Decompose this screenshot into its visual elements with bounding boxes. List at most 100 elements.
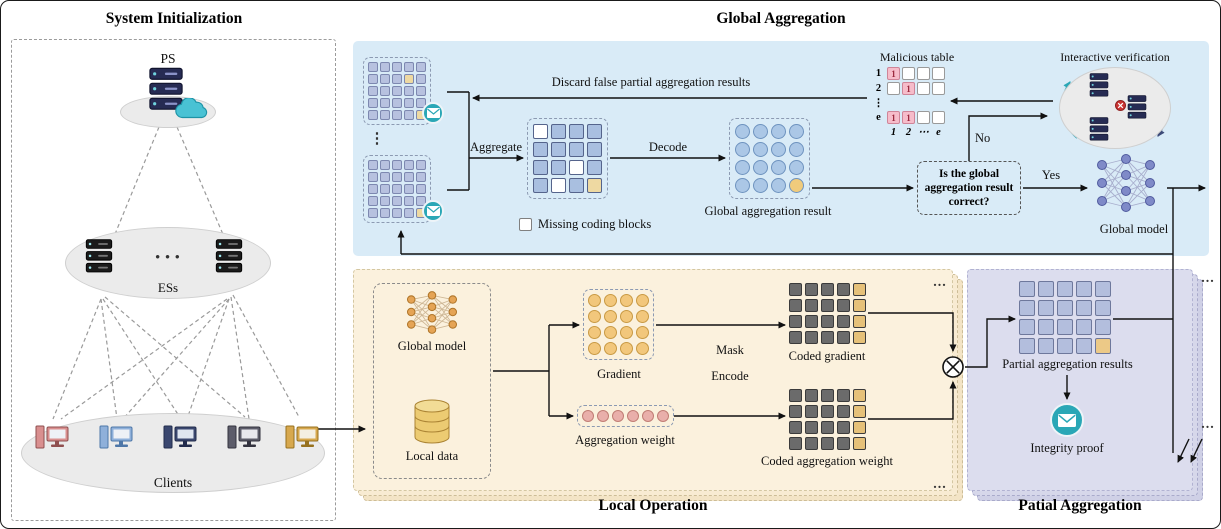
grid-cell (587, 142, 602, 157)
grid-cell (837, 331, 850, 344)
grid-cell (551, 178, 566, 193)
grid-cell (636, 310, 649, 323)
stack-ellipsis: ... (1201, 271, 1215, 286)
grid-cell (805, 437, 818, 450)
grid-cell (392, 172, 402, 182)
missing-block-swatch (519, 218, 532, 231)
grid-cell (789, 142, 804, 157)
global-result-grid (729, 118, 810, 199)
grid-cell (1019, 319, 1035, 335)
gradient-label: Gradient (597, 367, 641, 381)
grid-cell (620, 326, 633, 339)
grid-cell (582, 410, 594, 422)
grid-cell (1076, 300, 1092, 316)
system-initialization-panel (11, 39, 336, 521)
grid-cell (380, 74, 390, 84)
grid-cell (404, 74, 414, 84)
grid-cell (789, 421, 802, 434)
grid-cell (368, 160, 378, 170)
global-model-label: Global model (1099, 222, 1169, 236)
grid-cell (416, 62, 426, 72)
verifier-server-icon (1127, 95, 1147, 119)
no-label: No (975, 131, 991, 145)
grid-cell (1019, 338, 1035, 354)
integrity-proof-envelope-icon (1050, 403, 1084, 437)
grid-cell (380, 62, 390, 72)
grid-cell (789, 389, 802, 402)
aggregate-label: Aggregate (469, 140, 523, 154)
grid-cell (853, 389, 866, 402)
grid-cell (380, 98, 390, 108)
verifier-server-icon (1089, 117, 1109, 141)
grid-cell (392, 196, 402, 206)
grid-cell (604, 310, 617, 323)
grid-cell (404, 208, 414, 218)
grid-cell (392, 86, 402, 96)
grid-cell (853, 437, 866, 450)
grid-cell (380, 172, 390, 182)
malicious-table-col-label: e (936, 126, 941, 138)
ps-cloud-icon (175, 98, 208, 119)
grid-cell (1057, 281, 1073, 297)
grid-cell (805, 283, 818, 296)
malicious-table-row-label: 1 (875, 68, 882, 79)
grid-cell (821, 315, 834, 328)
aggregated-blocks-grid (527, 118, 608, 199)
grid-cell (1095, 338, 1111, 354)
grid-cell (636, 342, 649, 355)
discard-label: Discard false partial aggregation result… (551, 75, 751, 89)
partial-aggregation-title: Patial Aggregation (1018, 497, 1142, 514)
grid-cell (392, 62, 402, 72)
grid-cell (627, 410, 639, 422)
local-data-icon (414, 399, 450, 444)
grid-cell (416, 160, 426, 170)
es-label: ESs (157, 280, 179, 295)
malicious-table-col-label: ⋯ (918, 127, 929, 138)
grid-cell (753, 124, 768, 139)
partial-results-label: Partial aggregation results (1002, 357, 1133, 371)
grid-cell (853, 421, 866, 434)
grid-cell (404, 172, 414, 182)
interactive-verification-label: Interactive verification (1060, 50, 1170, 64)
client-pc-icon (99, 425, 133, 449)
grid-cell (380, 196, 390, 206)
grid-cell (404, 110, 414, 120)
grid-cell (551, 142, 566, 157)
grid-cell (587, 124, 602, 139)
malicious-table-row-label: ⋮ (873, 98, 884, 109)
grid-cell (587, 160, 602, 175)
decision-box: Is the global aggregation result correct… (917, 161, 1021, 215)
grid-cell (368, 184, 378, 194)
coded-blocks-grid-2 (363, 155, 431, 223)
grid-cell (853, 331, 866, 344)
malicious-table-cell (917, 82, 930, 95)
missing-blocks-legend: Missing coding blocks (538, 217, 652, 231)
grid-cell (392, 110, 402, 120)
grid-cell (368, 208, 378, 218)
grid-cell (853, 405, 866, 418)
coded-gradient-label: Coded gradient (788, 349, 866, 363)
grid-cell (1019, 281, 1035, 297)
grid-cell (1095, 319, 1111, 335)
stack-ellipsis: ... (933, 477, 947, 492)
grid-cell (1057, 338, 1073, 354)
grid-cell (569, 124, 584, 139)
grid-cell (789, 315, 802, 328)
grid-cell (604, 342, 617, 355)
grid-cell (789, 299, 802, 312)
coded-weight-label: Coded aggregation weight (761, 454, 893, 468)
es-server-icon (85, 239, 113, 273)
grid-cell (620, 342, 633, 355)
malicious-table-cell: 1 (887, 111, 900, 124)
grid-cell (789, 283, 802, 296)
grid-cell (837, 283, 850, 296)
grid-cell (853, 299, 866, 312)
grid-cell (380, 86, 390, 96)
grid-cell (533, 178, 548, 193)
grid-cell (380, 110, 390, 120)
malicious-table-cell (887, 82, 900, 95)
stack-ellipsis: ... (933, 275, 947, 290)
local-model-icon (406, 291, 458, 334)
